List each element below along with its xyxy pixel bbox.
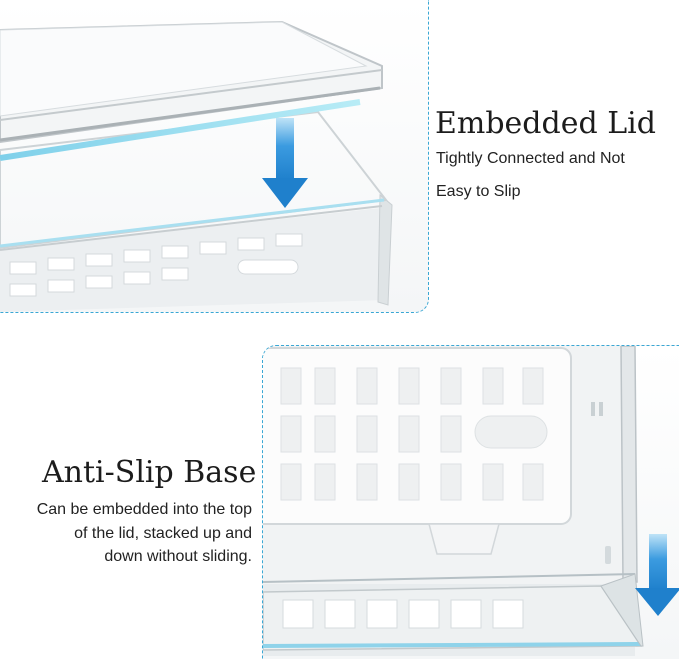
embedded-lid-description-line-2: Easy to Slip [436, 183, 521, 200]
anti-slip-base-description-line-3: down without sliding. [104, 548, 252, 565]
embedded-lid-description-line-1: Tightly Connected and Not [436, 150, 625, 167]
arrow-down-icon [262, 118, 308, 208]
embedded-lid-title: Embedded Lid [435, 106, 656, 141]
arrow-down-icon [635, 534, 679, 616]
anti-slip-base-title: Anti-Slip Base [42, 455, 257, 490]
grid-insert [9, 233, 303, 297]
anti-slip-base-photo [262, 345, 679, 659]
embedded-lid-photo [0, 0, 429, 313]
embedded-lid-illustration [0, 20, 393, 312]
anti-slip-base-illustration [263, 346, 679, 656]
anti-slip-base-description-line-1: Can be embedded into the top [36, 501, 252, 518]
anti-slip-grid-plate [263, 347, 572, 555]
anti-slip-base-description-line-2: of the lid, stacked up and [74, 525, 252, 542]
